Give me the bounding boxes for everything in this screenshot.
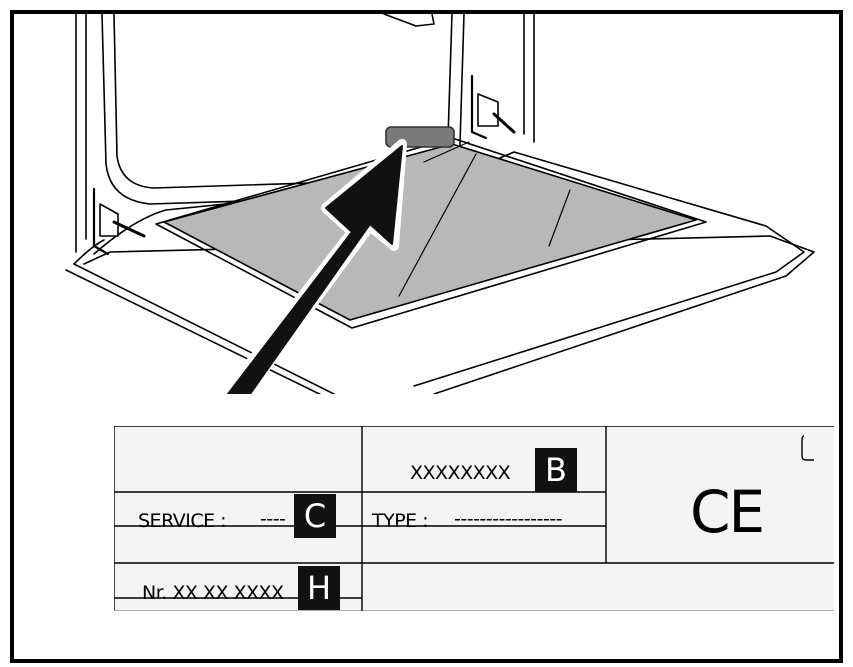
callout-c: C bbox=[294, 494, 336, 538]
callout-b: B bbox=[535, 448, 577, 492]
rating-plate: XXXXXXXX B SERVICE : ---- C TYPE : -----… bbox=[114, 426, 834, 611]
oven-door-illustration bbox=[65, 14, 815, 394]
diagram-frame: XXXXXXXX B SERVICE : ---- C TYPE : -----… bbox=[10, 10, 843, 663]
service-label: SERVICE : bbox=[138, 510, 227, 532]
type-value: ----------------- bbox=[454, 508, 563, 530]
serial-number-label: Nr. XX XX XXXX bbox=[142, 582, 284, 604]
type-label: TYPE : bbox=[372, 510, 429, 532]
pointer-arrow bbox=[221, 139, 407, 394]
callout-h: H bbox=[298, 566, 340, 610]
serial-code: XXXXXXXX bbox=[410, 462, 511, 484]
ce-mark: CE bbox=[690, 478, 765, 546]
service-value: ---- bbox=[260, 508, 286, 530]
